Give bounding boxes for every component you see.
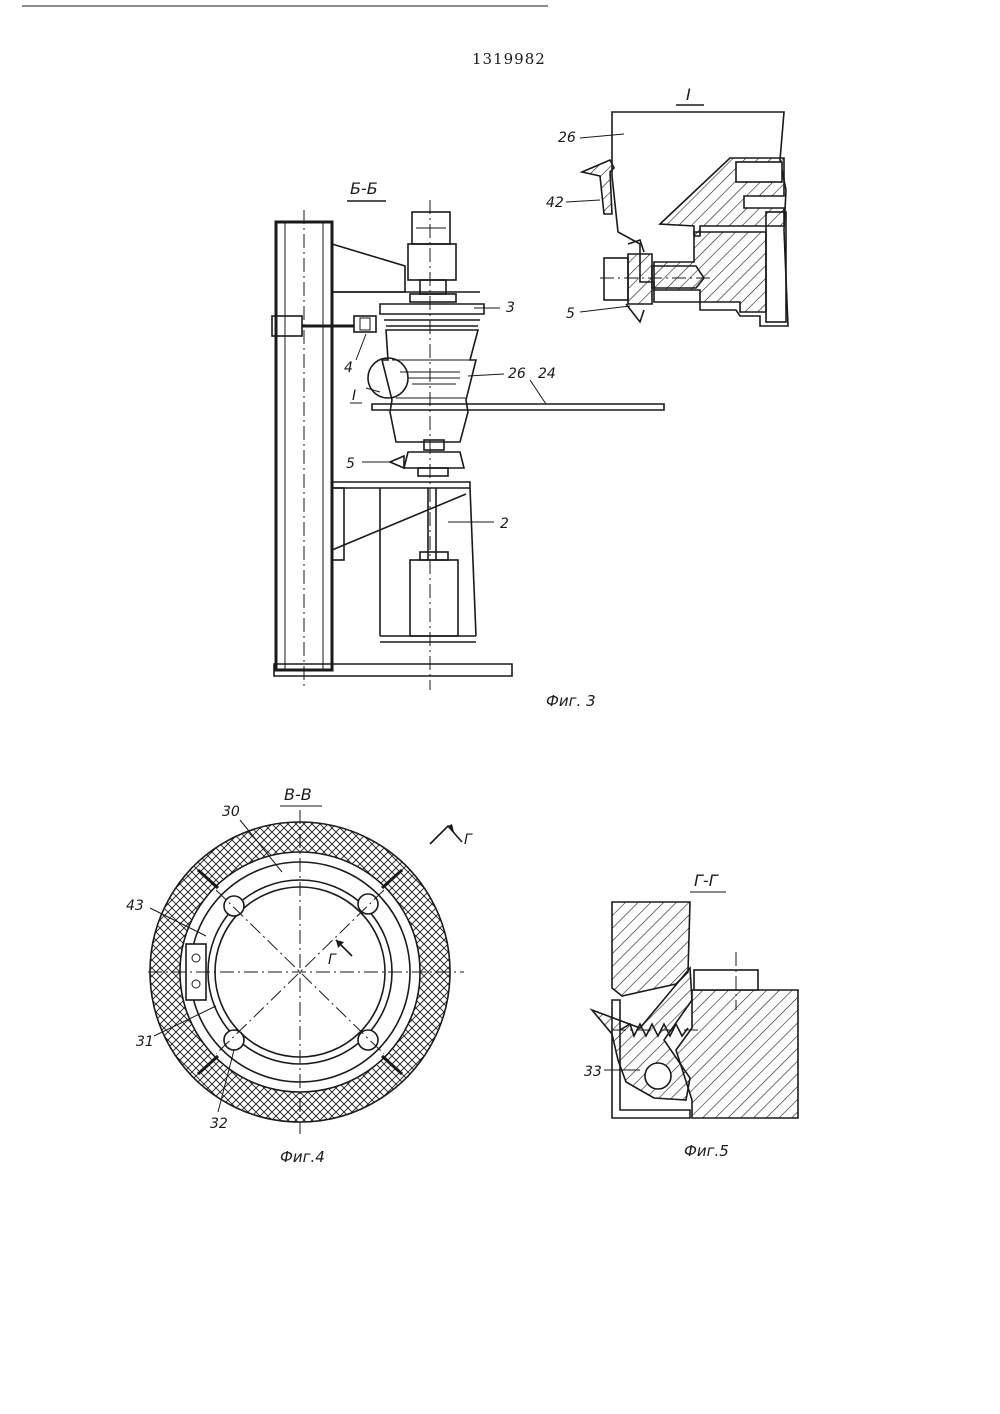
fig4-cut-marker <box>430 826 462 844</box>
fig4-caption: Фиг.4 <box>280 1148 325 1166</box>
fig3-label-26: 26 <box>508 366 526 382</box>
fig5-main-block <box>676 990 798 1118</box>
fig4-bolt-4 <box>358 1030 378 1050</box>
fig3-item-5 <box>390 456 404 468</box>
fig5-pivot <box>645 1063 671 1089</box>
fig3-label-I: I <box>352 388 356 404</box>
fig4-bolt-3 <box>224 1030 244 1050</box>
fig4-label-31: 31 <box>136 1034 154 1050</box>
fig4-bolt-2 <box>358 894 378 914</box>
fig3-label-2: 2 <box>500 516 509 532</box>
fig4-cut-label: Г <box>464 832 473 848</box>
fig3-conveyor-24 <box>372 404 664 410</box>
figure-4: В-В Г Г <box>126 785 473 1166</box>
fig3-caption: Фиг. 3 <box>546 692 596 710</box>
fig3-lower-frame <box>332 482 470 488</box>
fig4-inner-cut-label: Г <box>328 952 337 968</box>
detailI-bolt-5 <box>604 258 628 300</box>
fig5-label-33: 33 <box>584 1064 602 1080</box>
fig4-label-32: 32 <box>210 1116 228 1132</box>
detailI-label-42: 42 <box>546 195 564 211</box>
detailI-title: I <box>686 85 691 104</box>
fig3-section-label: Б-Б <box>350 179 378 198</box>
fig4-bolt-1 <box>224 896 244 916</box>
fig3-detail-circle <box>368 358 408 398</box>
patent-number: 1319982 <box>472 50 546 68</box>
detailI-lower-block <box>654 232 766 312</box>
fig4-section-label: В-В <box>284 785 312 804</box>
fig3-cylinder <box>410 560 458 636</box>
fig5-caption: Фиг.5 <box>684 1142 729 1160</box>
fig5-section-label: Г-Г <box>694 871 719 890</box>
detailI-label-26: 26 <box>558 130 576 146</box>
fig4-label-30: 30 <box>222 804 240 820</box>
detail-I: I 26 42 5 <box>546 85 788 326</box>
fig3-label-5: 5 <box>346 456 355 472</box>
fig4-label-43: 43 <box>126 898 144 914</box>
detailI-part-42 <box>582 160 614 214</box>
figure-5: Г-Г 33 Фиг.5 <box>584 871 798 1160</box>
fig3-label-24: 24 <box>538 366 556 382</box>
fig3-label-3: 3 <box>506 300 515 316</box>
fig3-disc-3 <box>380 304 484 314</box>
fig3-label-4: 4 <box>344 360 353 376</box>
detailI-label-5: 5 <box>566 306 575 322</box>
